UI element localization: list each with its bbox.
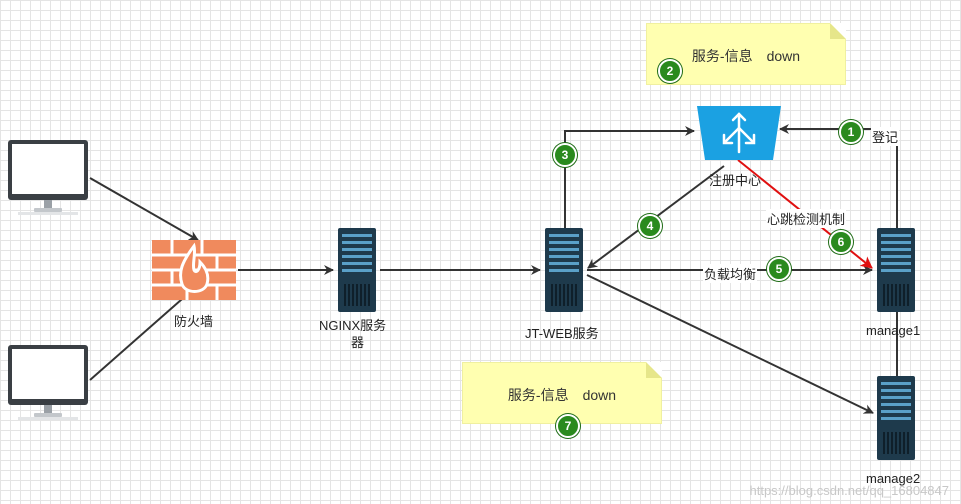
edge-client1-firewall — [89, 177, 199, 241]
manage1-server-icon — [877, 228, 915, 312]
jtweb-label: JT-WEB服务 — [525, 326, 599, 341]
register-label: 登记 — [871, 127, 900, 146]
heartbeat-label: 心跳检测机制 — [766, 209, 847, 228]
note-bottom: 服务-信息 down — [462, 362, 662, 424]
firewall-icon — [152, 240, 236, 300]
manage1-label: manage1 — [866, 323, 921, 338]
step-badge-3: 3 — [553, 143, 577, 167]
client-computer-icon — [8, 345, 88, 420]
manage2-server-icon — [877, 376, 915, 460]
edge-client2-firewall — [89, 284, 199, 381]
edge-jtweb-registry — [564, 126, 695, 228]
client-computer-icon — [8, 140, 88, 215]
note-fold-icon — [646, 362, 662, 378]
registry-label: 注册中心 — [709, 173, 762, 188]
step-badge-1: 1 — [839, 120, 863, 144]
note-bottom-text: 服务-信息 down — [507, 387, 617, 403]
note-top-text: 服务-信息 down — [691, 48, 801, 64]
step-badge-4: 4 — [638, 214, 662, 238]
nginx-label-line1: NGINX服务 — [319, 318, 387, 333]
jtweb-server-icon — [545, 228, 583, 312]
step-badge-2: 2 — [658, 59, 682, 83]
registry-icon — [697, 106, 781, 160]
firewall-label: 防火墙 — [174, 314, 214, 329]
nginx-label-line2: 器 — [351, 335, 365, 350]
manage2-label: manage2 — [866, 471, 921, 486]
step-badge-6: 6 — [829, 230, 853, 254]
nginx-server-icon — [338, 228, 376, 312]
load-balance-label: 负载均衡 — [703, 264, 758, 283]
edge-jtweb-manage2 — [586, 274, 874, 414]
step-badge-7: 7 — [556, 414, 580, 438]
watermark: https://blog.csdn.net/qq_16804847 — [749, 483, 950, 498]
step-badge-5: 5 — [767, 257, 791, 281]
note-fold-icon — [830, 23, 846, 39]
